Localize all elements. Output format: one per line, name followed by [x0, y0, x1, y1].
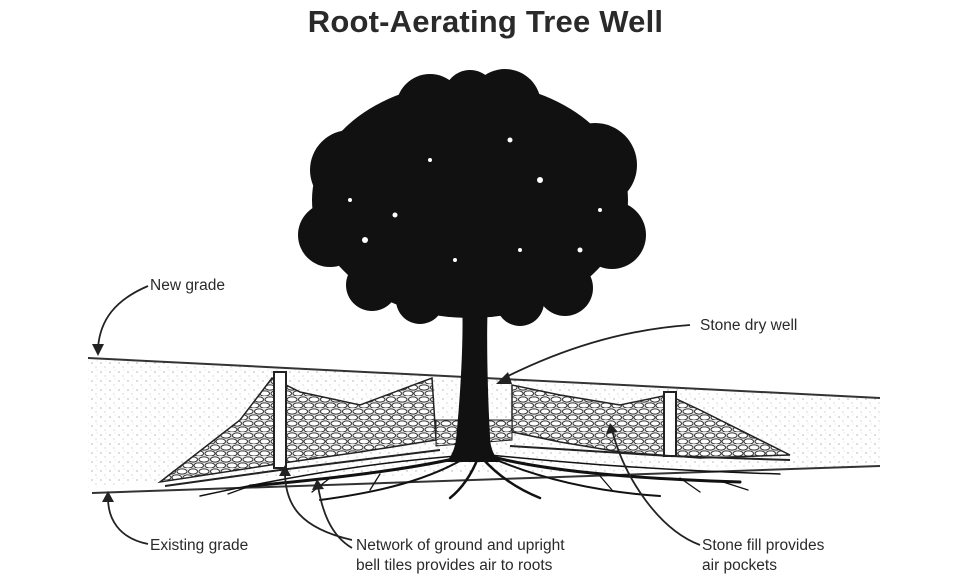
arrow-new-grade — [92, 344, 104, 356]
label-new-grade: New grade — [150, 276, 225, 295]
leader-stone-dry-well — [504, 325, 690, 378]
label-network-line2: bell tiles provides air to roots — [356, 556, 552, 575]
label-network-line1: Network of ground and upright — [356, 536, 565, 555]
label-stone-dry-well: Stone dry well — [700, 316, 797, 335]
leader-existing-grade — [108, 498, 148, 544]
label-existing-grade: Existing grade — [150, 536, 248, 555]
tree-canopy — [298, 69, 646, 326]
leader-new-grade — [98, 286, 148, 348]
upright-tile-right — [664, 392, 676, 456]
label-stone-fill-line1: Stone fill provides — [702, 536, 824, 555]
label-stone-fill-line2: air pockets — [702, 556, 777, 575]
upright-tile-left — [274, 372, 286, 468]
